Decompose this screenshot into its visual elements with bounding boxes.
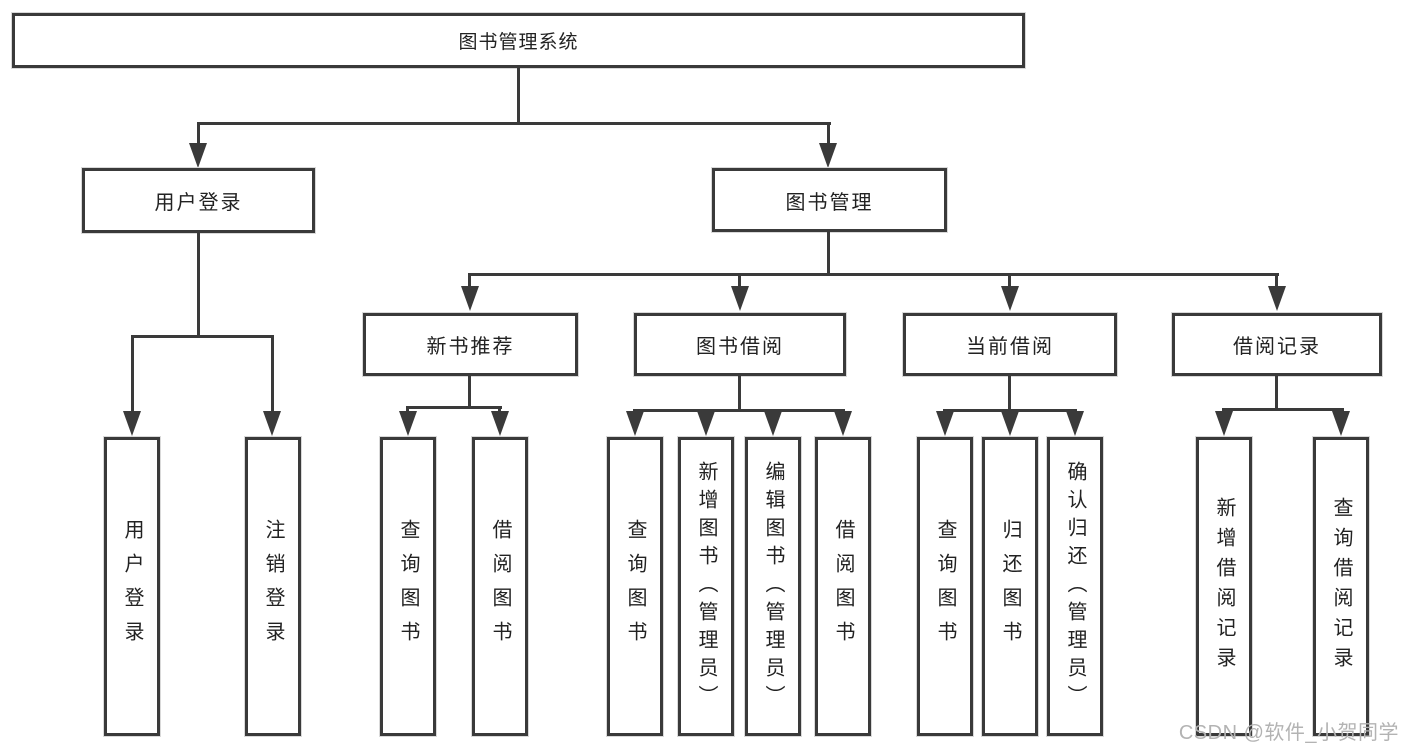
arrow-down-icon [819, 143, 837, 168]
arrow-down-icon [834, 411, 852, 436]
arrow-down-icon [1332, 411, 1350, 436]
connector-line [468, 273, 471, 289]
leaf-br-query-borrow-record-label: 查询借阅记录 [1330, 496, 1352, 677]
arrow-down-icon [764, 411, 782, 436]
node-root-label: 图书管理系统 [458, 32, 579, 53]
leaf-cb-query-books-label: 查询图书 [934, 518, 956, 655]
leaf-cb-confirm-return-admin: 确认归还（管理员） [1047, 437, 1103, 736]
node-user-login-label: 用户登录 [154, 192, 243, 214]
arrow-down-icon [1215, 411, 1233, 436]
node-current-borrow-label: 当前借阅 [966, 336, 1054, 358]
leaf-cb-query-books: 查询图书 [917, 437, 973, 736]
leaf-bb-query-books-label: 查询图书 [624, 518, 646, 655]
connector-line [1275, 273, 1278, 289]
connector-line [468, 376, 471, 408]
connector-line [406, 406, 502, 409]
connector-line [1275, 376, 1278, 410]
leaf-nbr-borrow-books-label: 借阅图书 [489, 518, 511, 655]
arrow-down-icon [936, 411, 954, 436]
arrow-down-icon [399, 411, 417, 436]
node-new-book-recommend-label: 新书推荐 [426, 336, 515, 358]
connector-line [271, 335, 274, 414]
node-root: 图书管理系统 [12, 13, 1025, 68]
leaf-br-query-borrow-record: 查询借阅记录 [1313, 437, 1369, 736]
arrow-down-icon [626, 411, 644, 436]
connector-line [197, 122, 200, 146]
leaf-bb-query-books: 查询图书 [607, 437, 663, 736]
leaf-bb-borrow-books-label: 借阅图书 [832, 518, 854, 655]
connector-line [633, 409, 845, 412]
connector-line [1008, 376, 1011, 411]
arrow-down-icon [731, 286, 749, 311]
arrow-down-icon [189, 143, 207, 168]
connector-line [943, 409, 1077, 412]
connector-line [498, 406, 501, 414]
leaf-bb-add-book-admin: 新增图书（管理员） [678, 437, 734, 736]
leaf-cb-return-books: 归还图书 [982, 437, 1038, 736]
leaf-logout-label: 注销登录 [262, 518, 284, 655]
leaf-nbr-query-books: 查询图书 [380, 437, 436, 736]
arrow-down-icon [491, 411, 509, 436]
leaf-logout: 注销登录 [245, 437, 301, 736]
watermark: CSDN @软件_小贺同学 [1178, 722, 1399, 744]
connector-line [738, 273, 741, 289]
arrow-down-icon [697, 411, 715, 436]
leaf-bb-add-book-admin-label: 新增图书（管理员） [695, 460, 717, 713]
connector-line [827, 122, 830, 146]
node-book-borrow: 图书借阅 [634, 313, 846, 376]
leaf-nbr-query-books-label: 查询图书 [397, 518, 419, 655]
connector-line [197, 122, 831, 125]
node-current-borrow: 当前借阅 [903, 313, 1117, 376]
connector-line [197, 233, 200, 337]
node-book-borrow-label: 图书借阅 [696, 336, 784, 358]
leaf-user-login: 用户登录 [104, 437, 160, 736]
connector-line [131, 335, 274, 338]
leaf-br-add-borrow-record-label: 新增借阅记录 [1213, 496, 1235, 677]
connector-line [738, 376, 741, 411]
connector-line [131, 335, 134, 414]
connector-line [468, 273, 1279, 276]
leaf-user-login-label: 用户登录 [121, 518, 143, 655]
arrow-down-icon [461, 286, 479, 311]
node-book-management-label: 图书管理 [785, 191, 874, 214]
node-book-management: 图书管理 [712, 168, 947, 232]
node-new-book-recommend: 新书推荐 [363, 313, 578, 376]
leaf-bb-borrow-books: 借阅图书 [815, 437, 871, 736]
leaf-bb-edit-book-admin-label: 编辑图书（管理员） [762, 460, 784, 713]
node-borrow-records: 借阅记录 [1172, 313, 1382, 376]
arrow-down-icon [1001, 286, 1019, 311]
node-borrow-records-label: 借阅记录 [1233, 336, 1321, 358]
leaf-cb-return-books-label: 归还图书 [999, 518, 1021, 655]
leaf-nbr-borrow-books: 借阅图书 [472, 437, 528, 736]
connector-line [827, 232, 830, 275]
connector-line [1008, 273, 1011, 289]
leaf-cb-confirm-return-admin-label: 确认归还（管理员） [1064, 460, 1086, 713]
leaf-br-add-borrow-record: 新增借阅记录 [1196, 437, 1252, 736]
node-user-login: 用户登录 [82, 168, 315, 233]
leaf-bb-edit-book-admin: 编辑图书（管理员） [745, 437, 801, 736]
arrow-down-icon [263, 411, 281, 436]
connector-line [517, 68, 520, 122]
connector-line [1222, 408, 1344, 411]
arrow-down-icon [1001, 411, 1019, 436]
arrow-down-icon [123, 411, 141, 436]
arrow-down-icon [1066, 411, 1084, 436]
arrow-down-icon [1268, 286, 1286, 311]
connector-line [406, 406, 409, 414]
